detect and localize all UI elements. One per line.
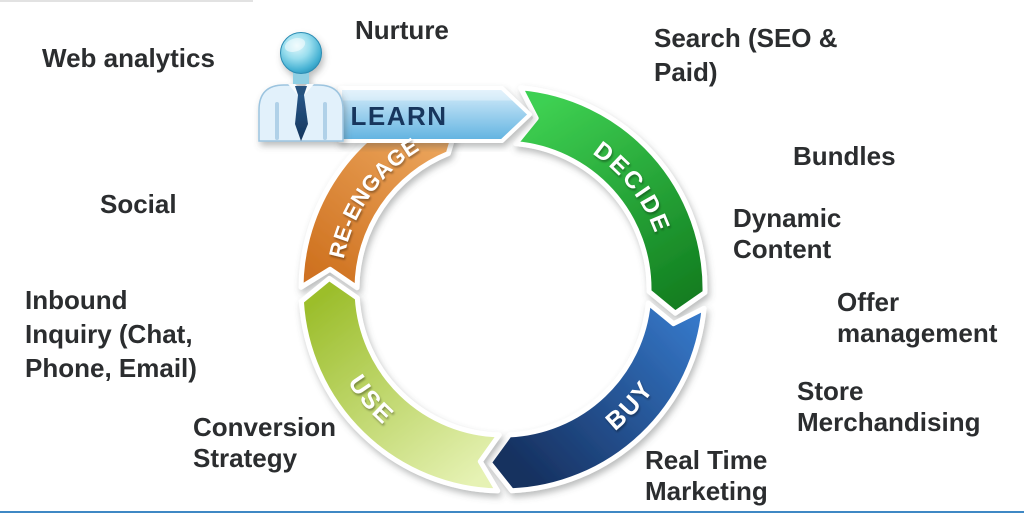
learn-label: LEARN	[350, 101, 447, 131]
label-line: Offer	[837, 287, 900, 317]
label-real-time-marketing: Real Time Marketing	[645, 445, 768, 507]
bottom-divider-line	[0, 511, 1024, 513]
label-dynamic-content: Dynamic Content	[733, 203, 841, 265]
label-bundles: Bundles	[793, 141, 896, 172]
person-tie	[295, 95, 308, 141]
label-conversion-strategy: Conversion Strategy	[193, 412, 336, 474]
label-line: Inquiry (Chat,	[25, 319, 193, 349]
label-line: Real Time	[645, 445, 768, 475]
label-line: Store	[797, 376, 864, 406]
label-line: Bundles	[793, 141, 896, 171]
label-line: management	[837, 318, 998, 348]
label-web-analytics: Web analytics	[42, 43, 215, 74]
label-line: Conversion	[193, 412, 337, 442]
label-offer-management: Offer management	[837, 287, 997, 349]
label-line: Inbound	[25, 285, 128, 315]
label-line: Social	[100, 189, 177, 219]
label-line: Dynamic	[733, 203, 842, 233]
label-line: Web analytics	[42, 43, 215, 73]
learn-gloss	[342, 90, 514, 101]
person-head-gloss	[284, 38, 306, 52]
label-line: Search (SEO &	[654, 23, 838, 53]
person-tie-knot	[295, 86, 307, 95]
label-store-merchandising: Store Merchandising	[797, 376, 980, 438]
label-line: Marketing	[645, 476, 768, 506]
label-line: Paid)	[654, 57, 718, 87]
segment-learn: LEARN	[338, 86, 532, 143]
label-social: Social	[100, 189, 177, 220]
label-nurture: Nurture	[355, 15, 449, 46]
person-figure	[258, 32, 344, 142]
segment-buy	[486, 300, 707, 494]
label-line: Nurture	[355, 15, 449, 45]
label-search: Search (SEO & Paid)	[654, 21, 838, 89]
label-line: Merchandising	[797, 407, 981, 437]
segment-decide	[513, 85, 708, 316]
segment-use	[298, 275, 502, 494]
label-line: Phone, Email)	[25, 353, 197, 383]
label-inbound-inquiry: Inbound Inquiry (Chat, Phone, Email)	[25, 283, 197, 385]
label-line: Strategy	[193, 443, 298, 473]
slide-top-edge	[0, 0, 253, 2]
label-line: Content	[733, 234, 832, 264]
